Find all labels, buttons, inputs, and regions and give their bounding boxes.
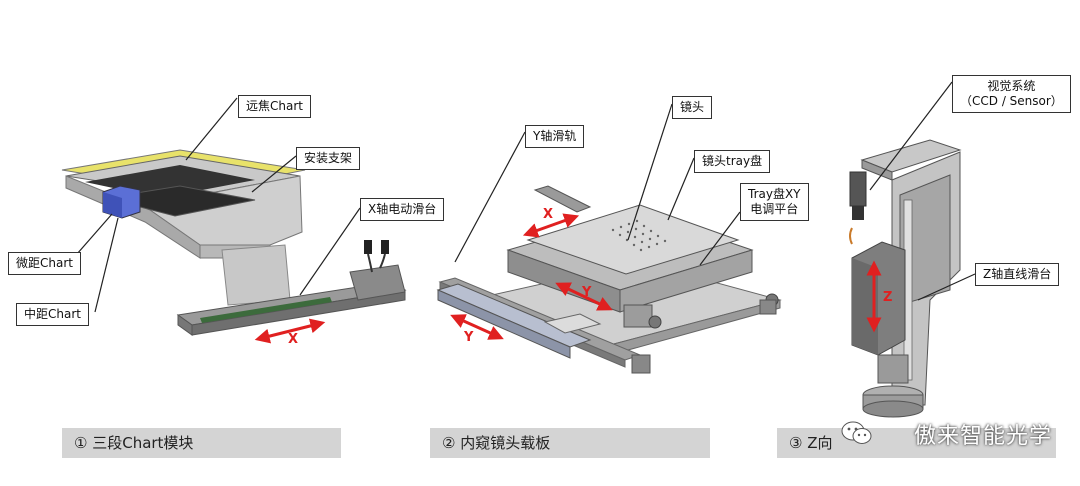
label-mount-bracket: 安装支架: [296, 147, 361, 170]
z-axis-drawing: [849, 81, 976, 418]
axis-y-module2-lower: Y: [464, 330, 474, 345]
label-lens: 镜头: [672, 96, 713, 119]
label-tray-xy-line1: Tray盘XY: [748, 187, 801, 201]
axis-x-module1: X: [288, 332, 299, 347]
lens-carrier-drawing: [436, 103, 782, 374]
label-tray-xy-line2: 电调平台: [750, 202, 799, 216]
label-vision-line1: 视觉系统: [987, 79, 1036, 93]
caption-z-module: ③ Z向: [777, 428, 1056, 458]
label-telephoto-chart: 远焦Chart: [238, 95, 311, 118]
label-lens-tray: 镜头tray盘: [694, 150, 771, 173]
label-vision-system: 视觉系统 （CCD / Sensor）: [952, 75, 1071, 113]
label-micro-chart: 微距Chart: [8, 252, 81, 275]
caption-lens-carrier: ② 内窥镜头载板: [430, 428, 710, 458]
axis-z-module3: Z: [883, 290, 893, 305]
label-z-slide: Z轴直线滑台: [975, 263, 1060, 286]
label-mid-chart: 中距Chart: [16, 303, 89, 326]
watermark-text: 傲来智能光学: [913, 424, 1052, 449]
axis-y-module2-upper: Y: [582, 285, 592, 300]
caption-chart-module: ① 三段Chart模块: [62, 428, 341, 458]
axis-x-module2: X: [543, 207, 554, 222]
label-vision-line2: （CCD / Sensor）: [960, 94, 1063, 108]
label-tray-xy-stage: Tray盘XY 电调平台: [740, 183, 809, 221]
wechat-icon: [841, 421, 872, 444]
chart-module-drawing: [61, 97, 407, 344]
label-y-rail: Y轴滑轨: [525, 125, 585, 148]
label-x-slide: X轴电动滑台: [360, 198, 445, 221]
